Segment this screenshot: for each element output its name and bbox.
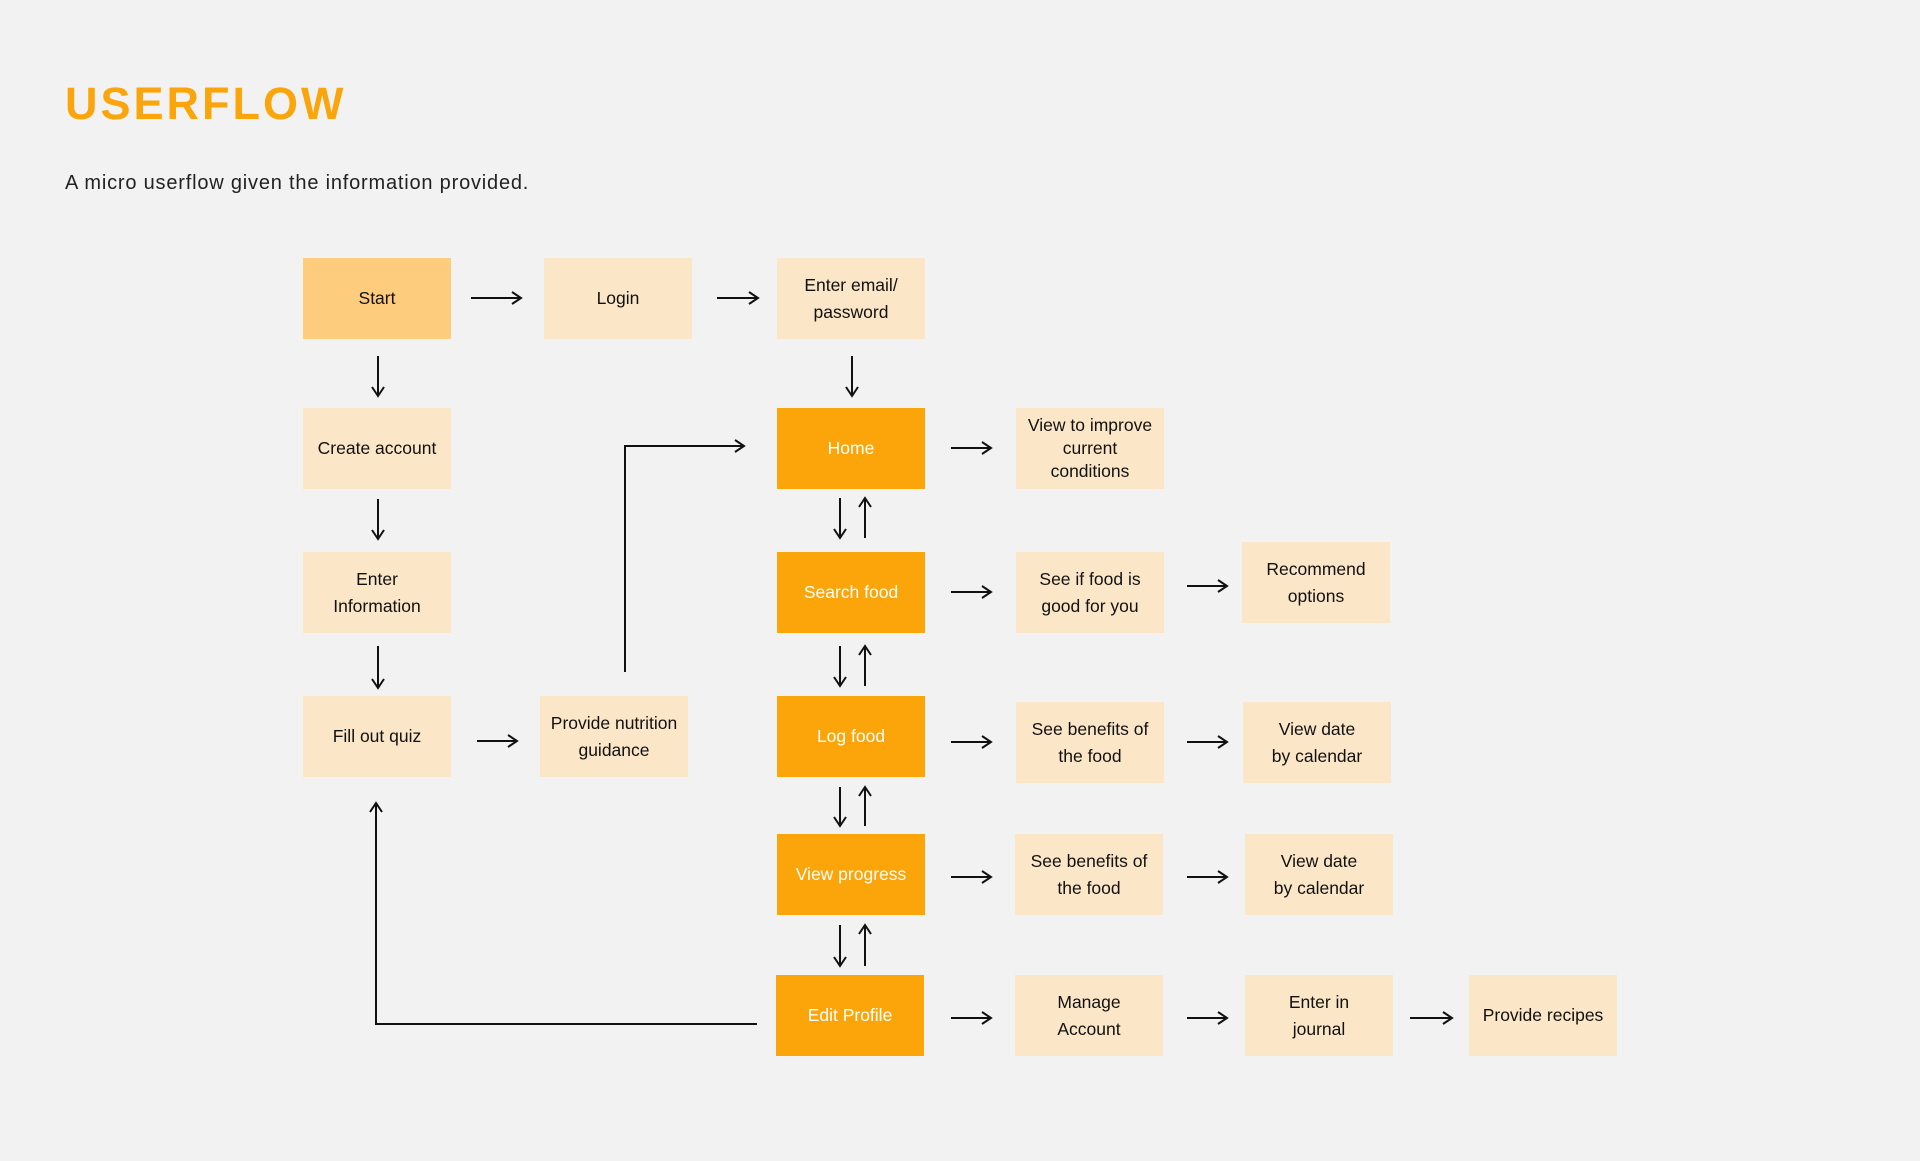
- connector-nutrition-to-home: [624, 439, 746, 672]
- connector-edit-to-quiz: [369, 801, 757, 1025]
- arrow-manage-to-journal: [1187, 1011, 1229, 1025]
- arrow-start-to-create: [371, 356, 385, 398]
- node-search-food: Search food: [777, 552, 925, 633]
- arrow-progress-to-benefits: [951, 870, 993, 884]
- node-see-benefits-2: See benefits of the food: [1015, 834, 1163, 915]
- node-create-account: Create account: [303, 408, 451, 489]
- page-subtitle: A micro userflow given the information p…: [65, 172, 530, 194]
- arrow-log-to-benefits: [951, 735, 993, 749]
- node-log-food: Log food: [777, 696, 925, 777]
- arrow-login-to-email: [717, 291, 760, 305]
- arrow-search-up: [858, 496, 872, 538]
- node-edit-profile: Edit Profile: [776, 975, 924, 1056]
- node-manage-account: Manage Account: [1015, 975, 1163, 1056]
- arrow-search-down: [833, 646, 847, 688]
- node-provide-recipes: Provide recipes: [1469, 975, 1617, 1056]
- node-home: Home: [777, 408, 925, 489]
- arrow-create-to-enter: [371, 499, 385, 541]
- node-enter-email-password: Enter email/ password: [777, 258, 925, 339]
- page-title: USERFLOW: [65, 78, 347, 129]
- node-enter-journal: Enter in journal: [1245, 975, 1393, 1056]
- arrow-start-to-login: [471, 291, 523, 305]
- arrow-progress-up: [858, 785, 872, 826]
- arrow-progress-down: [833, 925, 847, 968]
- node-view-date-1: View date by calendar: [1243, 702, 1391, 783]
- arrow-log-up: [858, 644, 872, 686]
- arrow-home-down: [833, 498, 847, 540]
- node-view-date-2: View date by calendar: [1245, 834, 1393, 915]
- node-fill-out-quiz: Fill out quiz: [303, 696, 451, 777]
- arrow-benefits-to-date-2: [1187, 870, 1229, 884]
- arrow-journal-to-recipes: [1410, 1011, 1454, 1025]
- arrow-home-to-improve: [951, 441, 993, 455]
- arrow-edit-to-manage: [951, 1011, 993, 1025]
- arrow-log-down: [833, 787, 847, 828]
- node-see-benefits-1: See benefits of the food: [1016, 702, 1164, 783]
- node-enter-information: Enter Information: [303, 552, 451, 633]
- arrow-edit-up: [858, 923, 872, 966]
- arrow-enter-to-quiz: [371, 646, 385, 690]
- node-start: Start: [303, 258, 451, 339]
- node-login: Login: [544, 258, 692, 339]
- arrow-seeif-to-recommend: [1187, 579, 1229, 593]
- node-view-progress: View progress: [777, 834, 925, 915]
- arrow-quiz-to-nutrition: [477, 734, 519, 748]
- arrow-email-to-home: [845, 356, 859, 398]
- node-see-if-food-good: See if food is good for you: [1016, 552, 1164, 633]
- arrow-benefits-to-date-1: [1187, 735, 1229, 749]
- node-provide-nutrition: Provide nutrition guidance: [540, 696, 688, 777]
- arrow-search-to-seeif: [951, 585, 993, 599]
- node-recommend-options: Recommend options: [1242, 542, 1390, 623]
- node-view-to-improve: View to improve current conditions: [1016, 408, 1164, 489]
